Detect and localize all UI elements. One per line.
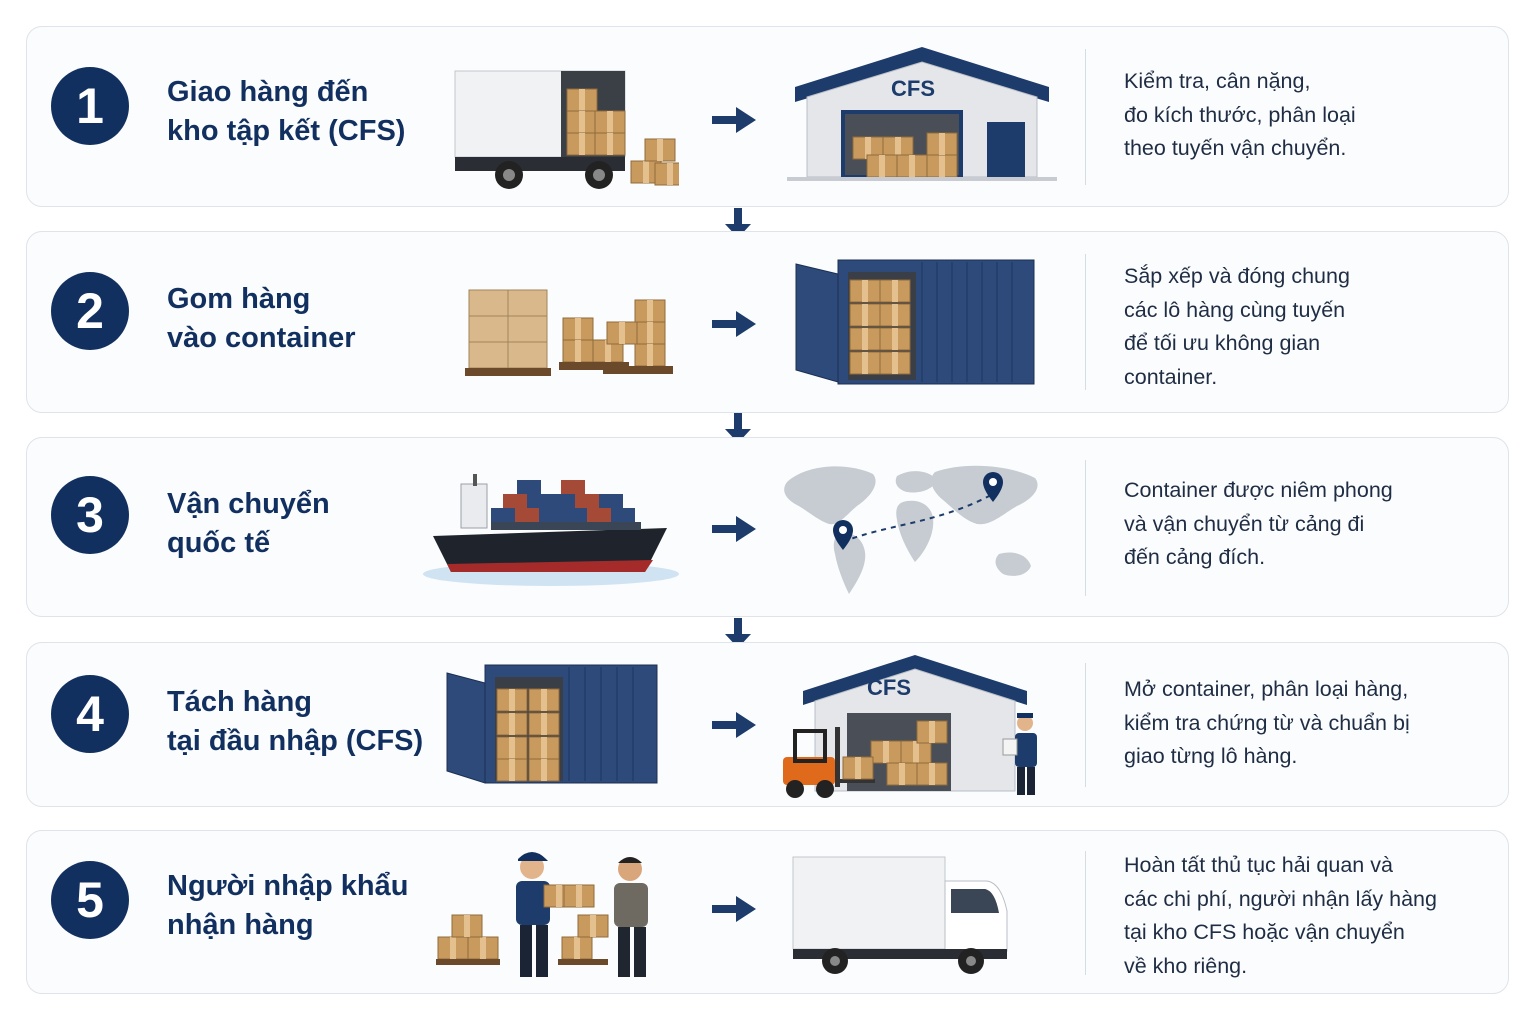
step-description-line: đo kích thước, phân loại	[1124, 99, 1356, 133]
step-number-badge: 1	[51, 67, 129, 145]
delivery-truck-icon	[449, 63, 679, 193]
step-title: Tách hàng tại đầu nhập (CFS)	[167, 683, 423, 761]
divider	[1085, 663, 1086, 787]
step-card-3: 3 Vận chuyển quốc tế	[26, 437, 1509, 617]
step-description: Hoàn tất thủ tục hải quan và các chi phí…	[1124, 849, 1437, 983]
delivery-worker-icon	[516, 852, 550, 977]
step-description-line: Mở container, phân loại hàng,	[1124, 673, 1410, 707]
step-description-line: kiểm tra chứng từ và chuẩn bị	[1124, 707, 1410, 741]
divider	[1085, 460, 1086, 596]
step-description-line: và vận chuyển từ cảng đi	[1124, 508, 1393, 542]
step-description-line: Kiểm tra, cân nặng,	[1124, 65, 1356, 99]
step-card-4: 4 Tách hàng tại đầu nhập (CFS) CFS	[26, 642, 1509, 807]
divider	[1085, 254, 1086, 390]
arrow-right-icon	[712, 107, 756, 133]
step-title: Người nhập khẩu nhận hàng	[167, 867, 408, 945]
step-card-1: 1 Giao hàng đến kho tập kết (CFS) CFS Ki…	[26, 26, 1509, 207]
step-title-line: kho tập kết (CFS)	[167, 112, 405, 151]
container-loaded-icon	[792, 250, 1042, 390]
step-number-badge: 5	[51, 861, 129, 939]
arrow-right-icon	[712, 896, 756, 922]
step-description: Mở container, phân loại hàng, kiểm tra c…	[1124, 673, 1410, 774]
arrow-right-icon	[712, 311, 756, 337]
step-description: Sắp xếp và đóng chung các lô hàng cùng t…	[1124, 260, 1350, 394]
divider	[1085, 851, 1086, 975]
step-description-line: Sắp xếp và đóng chung	[1124, 260, 1350, 294]
step-title-line: Tách hàng	[167, 683, 423, 722]
step-description-line: theo tuyến vận chuyển.	[1124, 132, 1356, 166]
step-description-line: đến cảng đích.	[1124, 541, 1393, 575]
step-number-badge: 4	[51, 675, 129, 753]
step-title-line: Người nhập khẩu	[167, 867, 408, 906]
step-description-line: container.	[1124, 361, 1350, 395]
step-description: Container được niêm phong và vận chuyển …	[1124, 474, 1393, 575]
step-description-line: để tối ưu không gian	[1124, 327, 1350, 361]
step-title: Vận chuyển quốc tế	[167, 485, 330, 563]
step-title-line: Giao hàng đến	[167, 73, 405, 112]
cargo-ship-icon	[421, 466, 681, 594]
step-title: Giao hàng đến kho tập kết (CFS)	[167, 73, 405, 151]
handover-people-icon	[432, 845, 672, 985]
step-title-line: vào container	[167, 319, 356, 358]
arrow-right-icon	[712, 516, 756, 542]
step-title-line: nhận hàng	[167, 906, 408, 945]
step-card-5: 5 Người nhập khẩu nhận hàng	[26, 830, 1509, 994]
container-open-icon	[445, 659, 665, 789]
step-card-2: 2 Gom hàng vào container Sắp xếp và đón	[26, 231, 1509, 413]
divider	[1085, 49, 1086, 185]
step-title-line: Vận chuyển	[167, 485, 330, 524]
step-title: Gom hàng vào container	[167, 280, 356, 358]
step-title-line: tại đầu nhập (CFS)	[167, 722, 423, 761]
step-description-line: về kho riêng.	[1124, 950, 1437, 984]
step-description-line: tại kho CFS hoặc vận chuyển	[1124, 916, 1437, 950]
cfs-warehouse-forklift-icon: CFS	[777, 651, 1042, 801]
pallet-boxes-icon	[463, 282, 683, 387]
step-number-badge: 2	[51, 272, 129, 350]
arrow-right-icon	[712, 712, 756, 738]
step-description-line: giao từng lô hàng.	[1124, 740, 1410, 774]
step-title-line: Gom hàng	[167, 280, 356, 319]
step-number-badge: 3	[51, 476, 129, 554]
cfs-warehouse-icon: CFS	[787, 42, 1057, 187]
step-description-line: các chi phí, người nhận lấy hàng	[1124, 883, 1437, 917]
step-description-line: các lô hàng cùng tuyến	[1124, 294, 1350, 328]
step-description-line: Hoàn tất thủ tục hải quan và	[1124, 849, 1437, 883]
delivery-box-truck-icon	[787, 851, 1037, 981]
world-map-route-icon	[777, 454, 1052, 599]
step-description: Kiểm tra, cân nặng, đo kích thước, phân …	[1124, 65, 1356, 166]
step-title-line: quốc tế	[167, 524, 330, 563]
step-description-line: Container được niêm phong	[1124, 474, 1393, 508]
warehouse-sign: CFS	[867, 675, 911, 700]
receiver-person-icon	[614, 857, 648, 977]
warehouse-sign: CFS	[891, 76, 935, 101]
